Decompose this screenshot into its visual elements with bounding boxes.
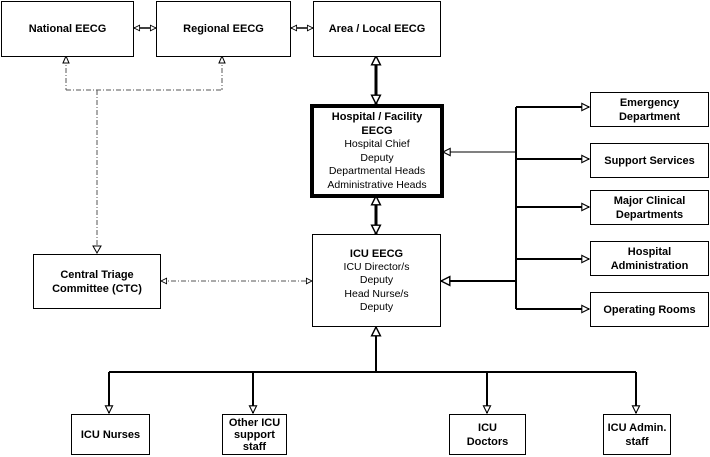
hospital-title-line2: EECG [361,125,393,137]
operating-rooms-box: Operating Rooms [590,292,709,327]
staff-tree [109,327,636,413]
icu-role-deputy-2: Deputy [359,301,394,313]
hospital-title-line1: Hospital / Facility [331,111,423,123]
icu-admin-line1: ICU Admin. [607,421,667,434]
national-eecg-box: National EECG [1,1,134,57]
regional-eecg-box: Regional EECG [156,1,291,57]
hospital-role-administrative-heads: Administrative Heads [327,178,427,191]
icu-doctors-line1: ICU [478,421,497,434]
icu-admin-staff-box: ICU Admin. staff [603,414,671,455]
operating-rooms-label: Operating Rooms [603,303,696,316]
icu-role-directors: ICU Director/s [343,260,410,273]
other-icu-line3: staff [242,440,267,453]
ctc-title-line1: Central Triage [60,268,134,281]
national-eecg-label: National EECG [28,23,107,35]
national-dash-arrowhead [62,54,70,64]
departments-bus [441,107,589,309]
icu-doctors-line2: Doctors [466,435,509,448]
area-local-eecg-box: Area / Local EECG [313,1,441,57]
regional-eecg-label: Regional EECG [183,23,264,35]
regional-dash-arrowhead [218,54,226,64]
icu-eecg-box: ICU EECG ICU Director/s Deputy Head Nurs… [312,234,441,327]
hospital-role-departmental-heads: Departmental Heads [328,165,426,177]
support-services-box: Support Services [590,143,709,178]
emergency-department-box: Emergency Department [590,92,709,127]
ctc-dashed-links [65,58,223,252]
icu-doctors-box: ICU Doctors [449,414,526,455]
hospital-admin-line2: Administration [610,259,689,272]
hospital-admin-line1: Hospital [627,245,672,258]
ctc-title-line2: Committee (CTC) [52,282,142,295]
hospital-facility-eecg-box: Hospital / Facility EECG Hospital Chief … [310,104,444,198]
other-icu-support-staff-box: Other ICU support staff [222,414,287,455]
other-icu-line1: Other ICU [228,416,281,429]
hospital-role-deputy: Deputy [360,151,394,164]
icu-nurses-box: ICU Nurses [71,414,150,455]
ctc-dash-arrowhead [92,245,102,255]
central-triage-committee-box: Central Triage Committee (CTC) [33,254,161,309]
icu-role-head-nurses: Head Nurse/s [344,287,409,300]
hospital-administration-box: Hospital Administration [590,241,709,276]
icu-admin-line2: staff [625,435,649,448]
icu-nurses-label: ICU Nurses [80,428,141,441]
hospital-role-chief: Hospital Chief [344,138,410,150]
area-local-eecg-label: Area / Local EECG [328,23,426,35]
emergency-line1: Emergency [619,96,680,109]
support-services-label: Support Services [604,154,695,167]
other-icu-line2: support [234,428,275,441]
major-clinical-departments-box: Major Clinical Departments [590,190,709,225]
icu-eecg-title: ICU EECG [349,247,404,260]
icu-role-deputy: Deputy [359,274,394,286]
emergency-line2: Department [618,110,681,123]
major-clinical-line1: Major Clinical [613,194,686,207]
major-clinical-line2: Departments [615,208,684,221]
